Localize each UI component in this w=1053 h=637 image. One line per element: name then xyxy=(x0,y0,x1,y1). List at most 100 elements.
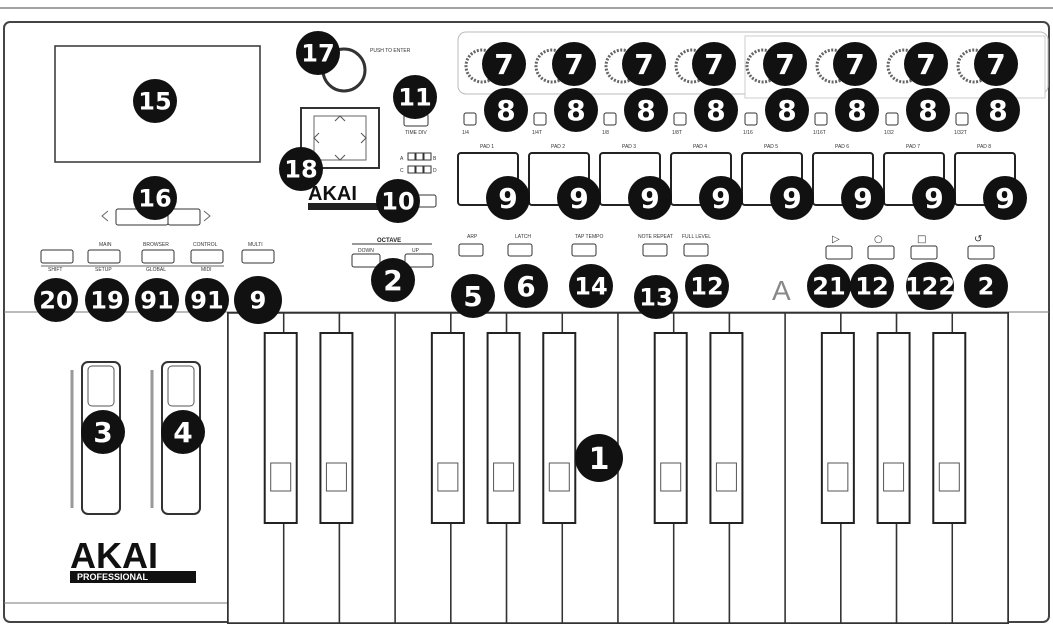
pitch-wheel-area[interactable] xyxy=(70,361,121,515)
callout-number: 4 xyxy=(173,416,192,449)
pad-label-6: PAD 6 xyxy=(835,144,849,150)
black-key-top xyxy=(938,462,960,492)
control-button[interactable] xyxy=(190,249,224,264)
callout-c2_frag: 2 xyxy=(964,264,1008,308)
callout-c9: 9 xyxy=(770,176,814,220)
black-key[interactable] xyxy=(653,332,688,524)
multi-button[interactable] xyxy=(241,249,275,264)
callout-c2: 2 xyxy=(371,258,415,302)
callout-c5: 5 xyxy=(451,274,495,318)
transport-button-3[interactable] xyxy=(910,245,938,260)
arp-button[interactable] xyxy=(458,243,484,257)
callout-c21: 21 xyxy=(807,264,851,308)
callout-c8: 8 xyxy=(554,88,598,132)
callout-c91a: 91 xyxy=(135,278,179,322)
callout-number: 5 xyxy=(463,280,482,313)
time-div-button-6[interactable] xyxy=(814,112,828,126)
panel-logo: AKAI xyxy=(308,183,357,205)
time-div-button-3[interactable] xyxy=(603,112,617,126)
black-key[interactable] xyxy=(709,332,744,524)
time-div-button-5[interactable] xyxy=(744,112,758,126)
callout-c8: 8 xyxy=(976,88,1020,132)
transport-button-4[interactable] xyxy=(967,245,995,260)
black-key-top xyxy=(883,462,905,492)
callout-c8: 8 xyxy=(694,88,738,132)
display-button-right[interactable] xyxy=(167,208,201,226)
black-key[interactable] xyxy=(932,332,967,524)
black-key[interactable] xyxy=(486,332,521,524)
performance-buttons: ARP LATCH TAP TEMPO NOTE REPEAT FULL LEV… xyxy=(458,234,711,257)
callout-c12: 12 xyxy=(850,264,894,308)
time-div-label-8: 1/32T xyxy=(954,130,967,136)
pad-label-4: PAD 4 xyxy=(693,144,707,150)
callout-c8: 8 xyxy=(624,88,668,132)
time-div-label-7: 1/32 xyxy=(884,130,894,136)
time-div-label-3: 1/8 xyxy=(602,130,609,136)
callout-c11: 11 xyxy=(393,75,437,119)
callout-c6: 6 xyxy=(504,264,548,308)
black-key[interactable] xyxy=(319,332,354,524)
time-div-button-4[interactable] xyxy=(673,112,687,126)
callout-number: 9 xyxy=(569,182,588,215)
callout-c9: 9 xyxy=(983,176,1027,220)
callout-c20: 20 xyxy=(34,278,78,322)
black-key-top xyxy=(548,462,570,492)
tap-tempo-button[interactable] xyxy=(571,243,597,257)
black-key-top xyxy=(660,462,682,492)
browser-button[interactable] xyxy=(141,249,175,264)
callout-c7: 7 xyxy=(482,42,526,86)
callout-c10: 10 xyxy=(376,179,420,223)
callout-c15: 15 xyxy=(133,79,177,123)
time-div-button-7[interactable] xyxy=(885,112,899,126)
time-div-button-8[interactable] xyxy=(955,112,969,126)
latch-button[interactable] xyxy=(507,243,533,257)
black-key-top xyxy=(325,462,347,492)
transport-icon-3: □ xyxy=(917,234,926,245)
callout-c12: 12 xyxy=(685,264,729,308)
black-key-top xyxy=(827,462,849,492)
callout-number: 7 xyxy=(494,48,513,81)
octave-up-button[interactable] xyxy=(404,253,434,268)
dpad-up-icon xyxy=(334,115,346,122)
left-function-buttons: SHIFT MAIN SETUP BROWSER GLOBAL CONTROL … xyxy=(40,242,275,273)
transport-button-1[interactable] xyxy=(825,245,853,260)
shift-button[interactable] xyxy=(40,249,74,264)
callout-c7: 7 xyxy=(833,42,877,86)
callout-c8: 8 xyxy=(835,88,879,132)
callout-number: 122 xyxy=(905,273,955,301)
octave-label: OCTAVE xyxy=(377,238,401,244)
black-key[interactable] xyxy=(876,332,911,524)
time-div-button-1[interactable] xyxy=(463,112,477,126)
callout-number: 2 xyxy=(383,264,402,297)
akai-logo: AKAI xyxy=(70,535,158,576)
svg-text:C: C xyxy=(400,168,404,174)
full-level-button[interactable] xyxy=(683,243,709,257)
callout-number: 8 xyxy=(496,94,515,127)
time-div-label-1: 1/4 xyxy=(462,130,469,136)
black-key[interactable] xyxy=(430,332,465,524)
pad-label-2: PAD 2 xyxy=(551,144,565,150)
black-key[interactable] xyxy=(263,332,298,524)
directional-pad[interactable] xyxy=(300,107,380,169)
svg-text:D: D xyxy=(433,168,437,174)
callout-number: 2 xyxy=(978,273,995,301)
main-button[interactable] xyxy=(87,249,121,264)
callout-c9: 9 xyxy=(628,176,672,220)
note-repeat-button[interactable] xyxy=(642,243,668,257)
svg-text:SETUP: SETUP xyxy=(95,267,112,273)
akai-logo-bar xyxy=(70,571,196,583)
callout-c9: 9 xyxy=(557,176,601,220)
callout-c122: 122 xyxy=(905,262,955,310)
svg-text:A: A xyxy=(400,156,404,162)
black-key[interactable] xyxy=(820,332,855,524)
callout-c8: 8 xyxy=(765,88,809,132)
octave-down-button[interactable] xyxy=(351,253,381,268)
callout-number: 9 xyxy=(250,287,267,315)
transport-button-2[interactable] xyxy=(867,245,895,260)
callout-number: 8 xyxy=(847,94,866,127)
pad-label-8: PAD 8 xyxy=(977,144,991,150)
black-key[interactable] xyxy=(542,332,577,524)
svg-text:FULL LEVEL: FULL LEVEL xyxy=(682,234,711,240)
time-div-button-2[interactable] xyxy=(533,112,547,126)
